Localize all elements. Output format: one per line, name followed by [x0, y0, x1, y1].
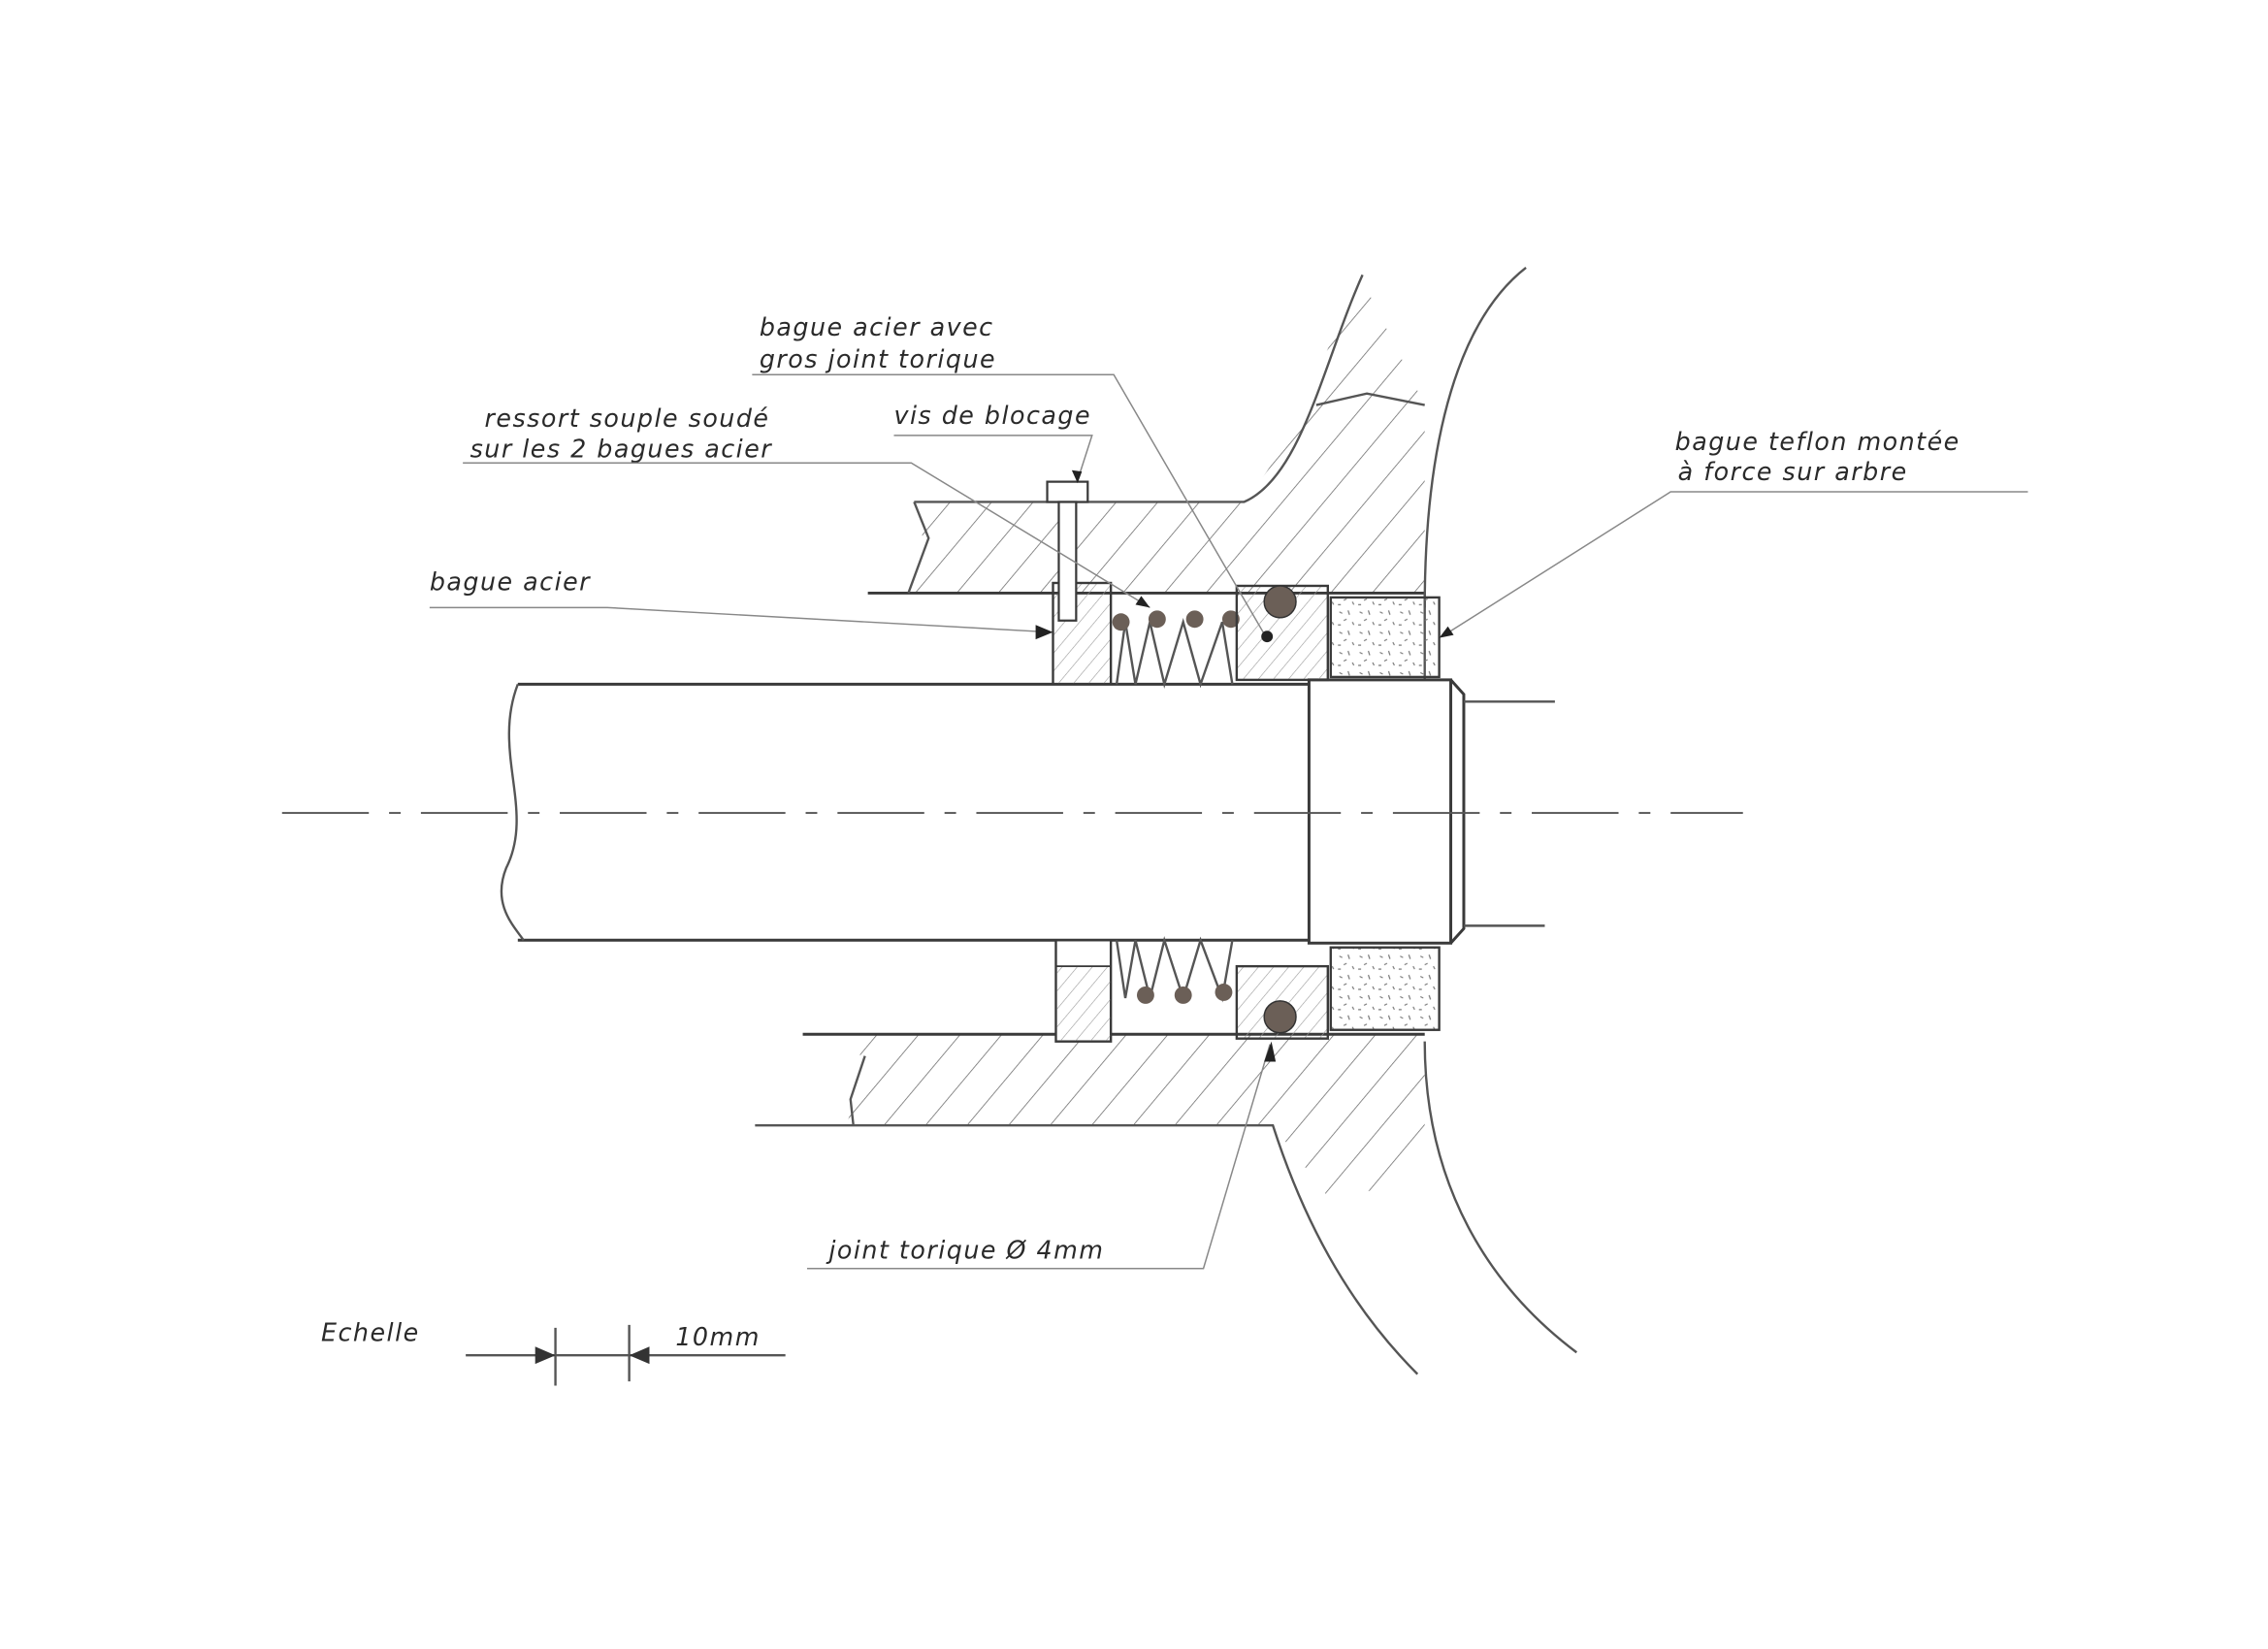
- arrow-head: [1439, 626, 1454, 638]
- arrow-head: [1035, 625, 1053, 640]
- oring-lower: [1263, 1000, 1297, 1034]
- label-oring: joint torique Ø 4mm: [826, 1235, 1104, 1264]
- scale-value: 10mm: [675, 1322, 761, 1351]
- label-locking-screw: vis de blocage: [893, 401, 1091, 430]
- arrow-head: [1071, 469, 1083, 484]
- callout-teflon-ring: bague teflon montée à force sur arbre: [1439, 427, 2028, 638]
- callout-steel-ring-oring: bague acier avec gros joint torique: [752, 312, 1274, 643]
- label-steel-ring-oring-2: gros joint torique: [760, 344, 996, 373]
- label-steel-ring-oring-1: bague acier avec: [760, 312, 994, 341]
- housing-lower: [755, 1032, 1577, 1375]
- scale-bar: Echelle 10mm: [321, 1317, 786, 1386]
- steel-ring-oring-upper: [1235, 584, 1329, 682]
- steel-ring-oring-lower: [1235, 964, 1329, 1040]
- spring-lower: [1115, 935, 1234, 1004]
- shaft: [500, 678, 1555, 945]
- label-teflon-2: à force sur arbre: [1678, 457, 1908, 486]
- callout-locking-screw: vis de blocage: [893, 401, 1093, 484]
- label-steel-ring: bague acier: [430, 566, 591, 596]
- teflon-ring-lower: [1329, 946, 1441, 1031]
- scale-label: Echelle: [321, 1317, 420, 1346]
- steel-ring-upper: [1052, 581, 1113, 686]
- steel-ring-lower: [1054, 939, 1113, 1043]
- label-spring-2: sur les 2 bagues acier: [470, 434, 773, 463]
- spring-upper: [1112, 610, 1240, 689]
- callout-steel-ring: bague acier: [430, 566, 1053, 640]
- label-spring-1: ressort souple soudé: [485, 404, 770, 433]
- big-oring-upper: [1263, 585, 1297, 619]
- label-teflon-1: bague teflon montée: [1675, 427, 1960, 456]
- arrow-head: [1264, 1041, 1277, 1062]
- callout-oring: joint torique Ø 4mm: [807, 1041, 1277, 1270]
- locking-screw: [1046, 480, 1089, 622]
- teflon-ring-upper: [1329, 596, 1441, 679]
- housing-upper: [867, 266, 1527, 680]
- callout-spring: ressort souple soudé sur les 2 bagues ac…: [463, 404, 1150, 608]
- arrow-head: [1135, 596, 1150, 608]
- arrow-head: [1261, 630, 1274, 643]
